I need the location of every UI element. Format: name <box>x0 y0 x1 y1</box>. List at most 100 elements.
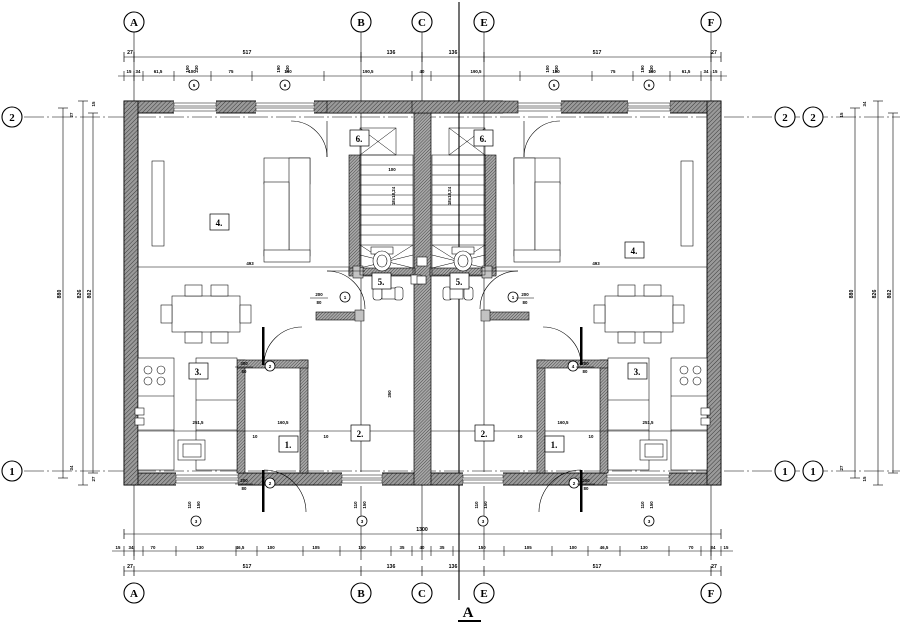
opening-tag-number: 2 <box>573 481 576 486</box>
dimension-text-interior: 251,5 <box>643 420 655 425</box>
grid-lines-horizontal <box>24 116 900 472</box>
grid-bubble-2: 2 <box>802 106 824 128</box>
opening-tag-circle <box>188 79 200 91</box>
grid-bubble-label: 1 <box>782 466 788 478</box>
opening-height: 80 <box>583 369 588 374</box>
dimension-text: 100 <box>569 545 577 550</box>
room-label: 5. <box>371 272 392 290</box>
wall-openings-bottom <box>175 472 670 486</box>
dimension-text-interior: 160,5 <box>278 420 290 425</box>
furniture-dining-table-right <box>593 284 685 344</box>
grid-bubble-label: 2 <box>9 112 15 124</box>
dimension-text: 27 <box>91 476 96 481</box>
room-label: 3. <box>188 362 209 380</box>
grid-bubble-B: B <box>350 11 372 33</box>
dimension-text: 517 <box>593 50 602 56</box>
dimension-text-interior: 493 <box>592 261 600 266</box>
dimension-text: 27 <box>127 564 133 570</box>
opening-height: 230 <box>649 65 654 73</box>
grid-bubble-label: B <box>357 588 365 600</box>
room-label: 1. <box>544 435 565 453</box>
opening-height: 150 <box>362 501 367 509</box>
room-label-box <box>350 424 371 442</box>
grid-bubble-circle <box>1 106 23 128</box>
grid-bubble-1: 1 <box>802 460 824 482</box>
grid-bubble-label: 1 <box>810 466 816 478</box>
grid-bubble-A: A <box>123 11 145 33</box>
dimension-text: 802 <box>887 290 893 299</box>
dimension-text-interior: 10 <box>253 434 258 439</box>
dimension-text: 27 <box>711 50 717 56</box>
dimension-total: 1300 <box>416 527 428 533</box>
opening-tag: 6 190 230 <box>276 65 291 91</box>
opening-tag-circle <box>643 79 655 91</box>
opening-tag-number: 5 <box>193 83 196 88</box>
dimension-text: 150 <box>358 545 366 550</box>
room-label-box <box>188 362 209 380</box>
opening-tag-number: 6 <box>284 83 287 88</box>
opening-height: 80 <box>242 486 247 491</box>
room-number: 6. <box>480 134 487 144</box>
opening-tag-number: 4 <box>572 364 575 369</box>
opening-width: 190 <box>276 65 281 73</box>
dimension-text: 190,5 <box>363 69 375 74</box>
room-label: 4. <box>624 241 645 259</box>
opening-height: 150 <box>196 501 201 509</box>
room-number: 2. <box>357 429 364 439</box>
opening-tag-circle <box>568 477 580 489</box>
room-number: 6. <box>356 134 363 144</box>
room-number: 5. <box>378 277 385 287</box>
dimension-text: 61,5 <box>154 69 163 74</box>
room-number: 4. <box>631 246 638 256</box>
grid-bubble-label: 2 <box>782 112 788 124</box>
dimension-text: 34 <box>136 69 141 74</box>
dimension-string-bottom-inner <box>112 546 733 556</box>
grid-bubble-circle <box>411 11 433 33</box>
room-label-box <box>371 272 392 290</box>
opening-width: 110 <box>640 501 645 509</box>
dimension-text: 105 <box>524 545 532 550</box>
opening-tag-circle <box>507 291 519 303</box>
opening-tag-number: 2 <box>269 364 272 369</box>
room-label-layer: 4.4.3.3.5.5.6.6.1.1.2.2. <box>188 129 648 453</box>
opening-height: 80 <box>242 369 247 374</box>
svg-text:A: A <box>463 605 474 621</box>
dimension-vertical-left <box>58 100 98 486</box>
dimension-text: 517 <box>243 564 252 570</box>
opening-tag-number: 5 <box>553 83 556 88</box>
opening-width: 200 <box>582 478 590 483</box>
opening-width: 100 <box>185 65 190 73</box>
dimension-text: 136 <box>387 50 396 56</box>
grid-bubble-circle <box>1 460 23 482</box>
dimension-text: 75 <box>611 69 616 74</box>
dimension-text: 190 <box>552 69 560 74</box>
grid-bubble-label: C <box>418 588 426 600</box>
grid-bubble-label: 1 <box>9 466 15 478</box>
grid-bubble-circle <box>350 11 372 33</box>
section-marker-A: A <box>458 605 481 622</box>
dimension-text: 880 <box>849 290 855 299</box>
dimension-text-interior: 18x18,24 <box>447 186 452 205</box>
dimension-text: 34 <box>129 545 134 550</box>
dimension-text: 15 <box>127 69 132 74</box>
room-label: 1. <box>278 435 299 453</box>
dimension-text: 27 <box>711 564 717 570</box>
opening-height: 230 <box>285 65 290 73</box>
furniture-dining-table-left <box>160 284 252 344</box>
dimension-text: 27 <box>839 465 844 470</box>
opening-width: 200 <box>315 292 323 297</box>
dimension-text-interior: 350 <box>387 390 392 398</box>
room-label-box <box>209 213 230 231</box>
furniture-shelf-left <box>151 160 165 247</box>
room-label-box <box>627 362 648 380</box>
dimension-text: 15 <box>724 545 729 550</box>
dimension-text-interior: 493 <box>246 261 254 266</box>
